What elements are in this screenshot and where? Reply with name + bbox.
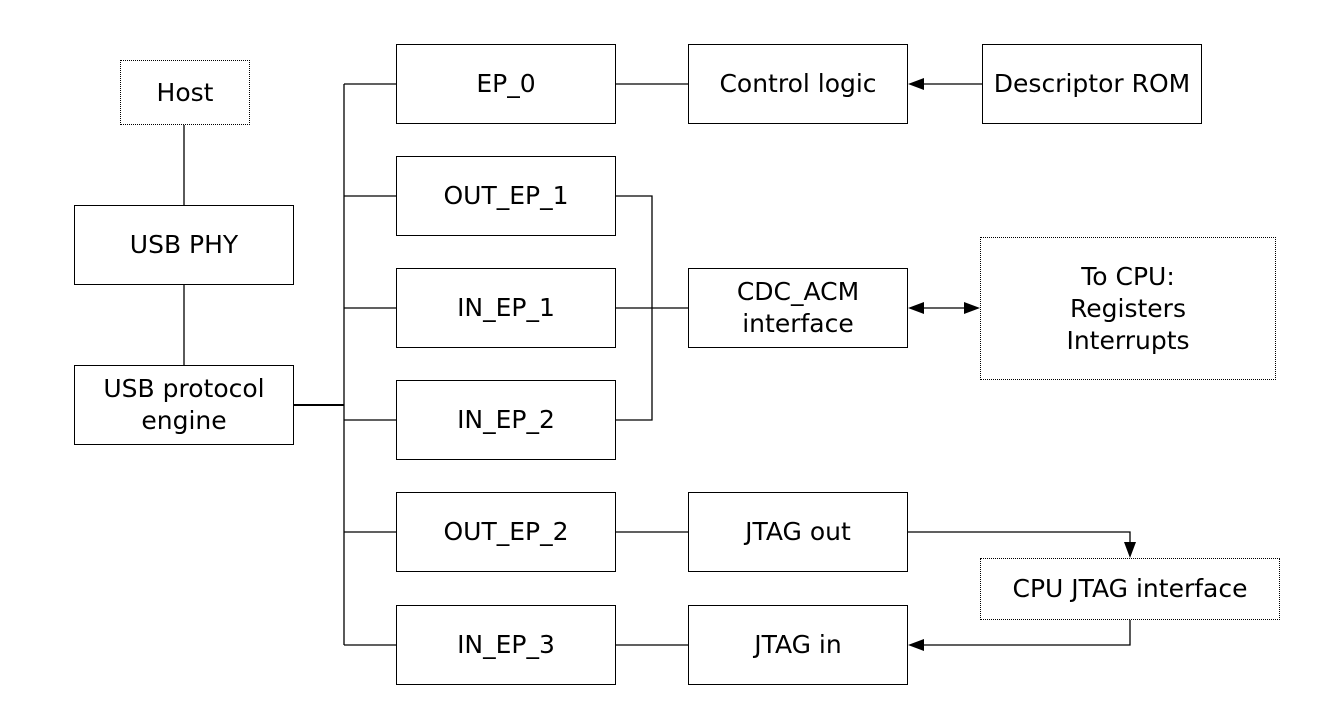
jtag-in-label: JTAG in xyxy=(754,630,842,659)
in-ep2-box: IN_EP_2 xyxy=(396,380,616,460)
in-ep3-box: IN_EP_3 xyxy=(396,605,616,685)
in-ep2-label: IN_EP_2 xyxy=(457,405,555,434)
descriptor-rom-box: Descriptor ROM xyxy=(982,44,1202,124)
out-ep1-box: OUT_EP_1 xyxy=(396,156,616,236)
host-label: Host xyxy=(156,77,214,107)
out-ep2-label: OUT_EP_2 xyxy=(443,517,569,546)
in-ep3-label: IN_EP_3 xyxy=(457,630,555,659)
usb-protocol-engine-label: USB protocol engine xyxy=(103,374,265,435)
arrowhead-to-jtag-in xyxy=(908,639,924,651)
host-box: Host xyxy=(120,60,250,125)
in-ep1-box: IN_EP_1 xyxy=(396,268,616,348)
jtag-out-to-cpu-line xyxy=(908,531,1131,548)
jtag-in-box: JTAG in xyxy=(688,605,908,685)
out-ep1-label: OUT_EP_1 xyxy=(443,181,569,210)
out-ep2-box: OUT_EP_2 xyxy=(396,492,616,572)
to-cpu-box: To CPU: Registers Interrupts xyxy=(980,237,1276,380)
cpu-to-jtag-in-line xyxy=(918,620,1131,646)
arrowhead-to-cdc-acm xyxy=(908,302,924,314)
jtag-out-label: JTAG out xyxy=(745,517,851,546)
arrowhead-to-cpu xyxy=(964,302,980,314)
jtag-out-box: JTAG out xyxy=(688,492,908,572)
usb-protocol-engine-box: USB protocol engine xyxy=(74,365,294,445)
usb-phy-box: USB PHY xyxy=(74,205,294,285)
cdc-acm-label: CDC_ACM interface xyxy=(736,277,860,338)
usb-phy-label: USB PHY xyxy=(129,230,239,259)
ep0-label: EP_0 xyxy=(476,69,536,98)
cpu-jtag-interface-label: CPU JTAG interface xyxy=(1012,574,1248,603)
cpu-jtag-interface-box: CPU JTAG interface xyxy=(980,558,1280,620)
control-logic-label: Control logic xyxy=(719,69,877,98)
to-cpu-label: To CPU: Registers Interrupts xyxy=(1066,261,1190,355)
ep0-box: EP_0 xyxy=(396,44,616,124)
descriptor-rom-label: Descriptor ROM xyxy=(993,69,1191,98)
in-ep1-label: IN_EP_1 xyxy=(457,293,555,322)
cdc-acm-box: CDC_ACM interface xyxy=(688,268,908,348)
arrowhead-to-cpu-jtag xyxy=(1124,542,1136,558)
arrowhead-to-control-logic xyxy=(908,78,924,90)
control-logic-box: Control logic xyxy=(688,44,908,124)
